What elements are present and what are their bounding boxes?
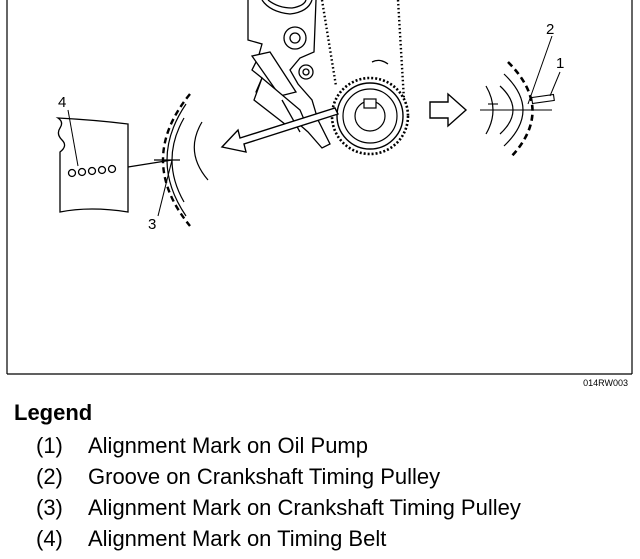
legend-item-number: (2) (36, 464, 63, 489)
legend-item: (4) Alignment Mark on Timing Belt (14, 523, 634, 554)
engine-bracket (247, 0, 331, 149)
legend-item-text: Alignment Mark on Oil Pump (88, 433, 368, 458)
legend-item-text: Alignment Mark on Crankshaft Timing Pull… (88, 495, 521, 520)
timing-belt-diagram: 1 2 3 4 014RW003 (6, 0, 633, 388)
legend-title: Legend (14, 400, 93, 425)
legend-item: (2) Groove on Crankshaft Timing Pulley (14, 461, 634, 492)
callout-leaders (67, 35, 561, 217)
legend-item-text: Groove on Crankshaft Timing Pulley (88, 464, 441, 489)
legend: Legend (1) Alignment Mark on Oil Pump (2… (14, 400, 634, 554)
callout-1: 1 (556, 55, 564, 72)
callout-3: 3 (148, 216, 156, 233)
crankshaft-timing-pulley (330, 59, 410, 156)
legend-item-text: Alignment Mark on Timing Belt (88, 526, 387, 551)
callout-2: 2 (546, 21, 554, 38)
belt-detail-left (55, 117, 173, 213)
pulley-detail-left (154, 93, 209, 227)
diagram-frame (6, 0, 633, 375)
legend-item: (3) Alignment Mark on Crankshaft Timing … (14, 492, 634, 523)
pulley-detail-right (480, 61, 555, 159)
legend-item: (1) Alignment Mark on Oil Pump (14, 430, 634, 461)
view-arrow-left (220, 107, 339, 153)
legend-item-number: (1) (36, 433, 63, 458)
callout-4: 4 (58, 94, 66, 111)
timing-belt (320, 0, 406, 101)
legend-item-number: (3) (36, 495, 63, 520)
view-arrow-right (429, 92, 468, 128)
figure-id: 014RW003 (583, 378, 628, 388)
legend-item-number: (4) (36, 526, 63, 551)
